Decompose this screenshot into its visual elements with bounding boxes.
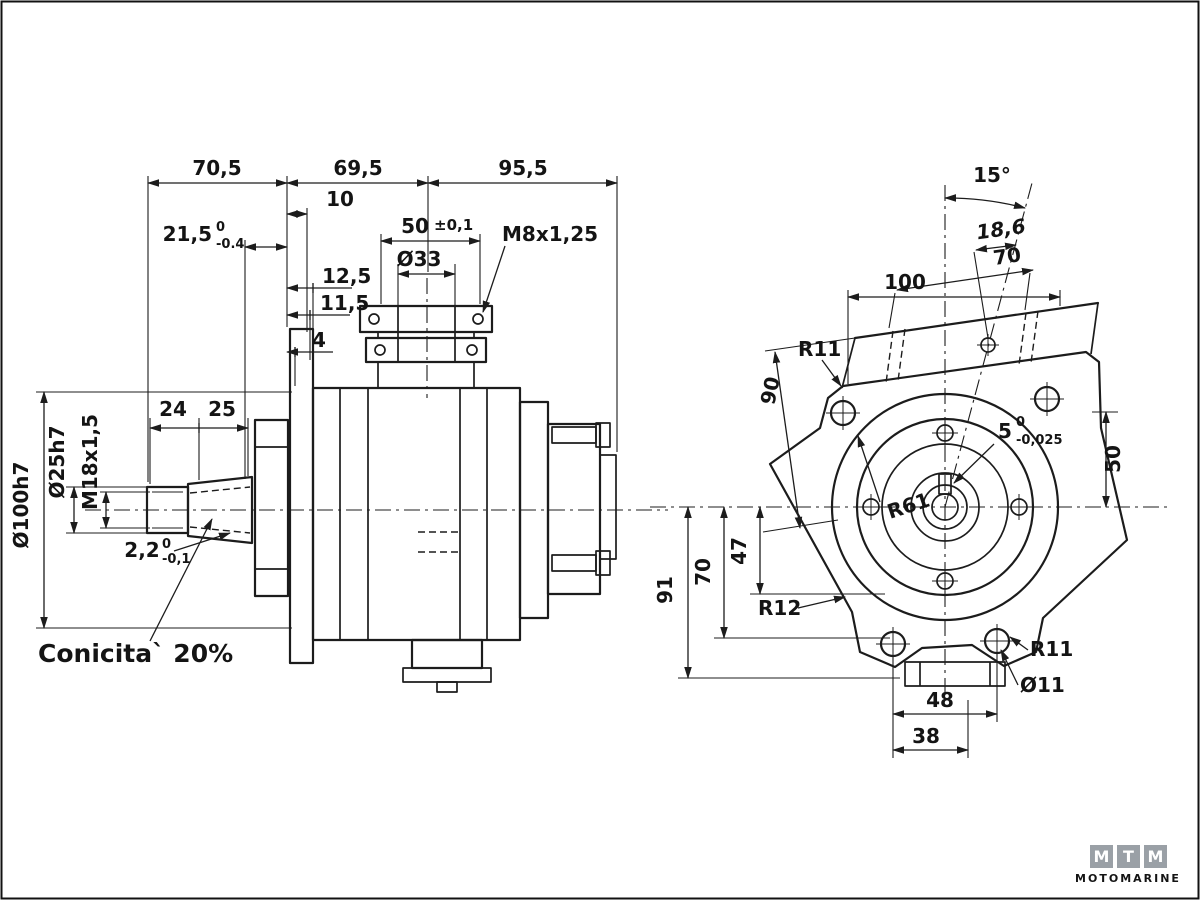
dim-m8: M8x1,25	[502, 222, 598, 246]
drain-plug	[436, 681, 458, 693]
dim-69-5: 69,5	[333, 156, 382, 180]
dim-70-left: 70	[691, 558, 715, 586]
front-foot	[904, 661, 1006, 687]
logo-box-1	[1090, 845, 1113, 868]
logo-letter-t: T	[1123, 847, 1134, 866]
dim-21-5-tol-top: 0	[216, 220, 225, 235]
shaft-taper	[186, 475, 254, 545]
conicity-note: Conicita` 20%	[38, 639, 233, 668]
dim-r12: R12	[758, 596, 801, 620]
dim-2-2-tol-top: 0	[162, 537, 171, 552]
dim-50-tol: ±0,1	[434, 216, 473, 234]
logo-letter-m2: M	[1148, 847, 1164, 866]
dim-70-5: 70,5	[192, 156, 241, 180]
dim-47: 47	[727, 537, 751, 565]
side-view: 70,5 69,5 95,5 10 21,5 0 -0.4 50 ±0,1 M8…	[9, 156, 668, 693]
port-flange-lower	[364, 336, 488, 364]
dim-d100h7: Ø100h7	[9, 462, 33, 549]
port-bolt-hole	[466, 344, 478, 356]
front-view-geometry	[650, 182, 1168, 700]
shaft-boss-circle	[922, 484, 968, 530]
dim-5-tol-top: 0	[1016, 415, 1025, 430]
port-bolt-hole	[368, 313, 380, 325]
end-cap-boss	[599, 454, 617, 560]
logo-box-2	[1117, 845, 1140, 868]
dim-5: 5	[998, 419, 1012, 443]
dim-21-5-tol-bot: -0.4	[216, 237, 244, 252]
body-circle-face	[855, 417, 1035, 597]
dim-90: 90	[756, 374, 785, 406]
front-view-dimensions: 15° 18,6 70 100 90 R11 5	[653, 163, 1125, 758]
dim-21-5: 21,5	[163, 222, 212, 246]
dim-15deg: 15°	[973, 163, 1011, 187]
dim-50: 50	[401, 214, 429, 238]
port-bolt-hole	[472, 313, 484, 325]
logo-letter-m1: M	[1094, 847, 1110, 866]
dim-48: 48	[926, 688, 954, 712]
body-circle-outer	[830, 392, 1060, 622]
dim-95-5: 95,5	[498, 156, 547, 180]
side-view-geometry	[85, 278, 668, 693]
dim-24: 24	[159, 397, 187, 421]
port-bolt-hole	[374, 344, 386, 356]
flange-outline	[768, 350, 1129, 669]
dim-d33: Ø33	[397, 247, 442, 271]
dim-2-2: 2,2	[124, 538, 159, 562]
nut-top	[595, 422, 611, 448]
dim-r11-top: R11	[798, 337, 841, 361]
dim-100: 100	[884, 270, 926, 294]
dim-d11: Ø11	[1020, 673, 1065, 697]
dim-10: 10	[326, 187, 354, 211]
front-view: 15° 18,6 70 100 90 R11 5	[650, 163, 1168, 758]
dim-2-2-tol-bot: -0,1	[162, 552, 190, 567]
bearing-plate	[253, 418, 290, 598]
dim-11-5: 11,5	[320, 291, 369, 315]
dim-50-right: 50	[1101, 445, 1125, 473]
dim-4: 4	[312, 328, 326, 352]
dim-d25h7: Ø25h7	[45, 426, 69, 499]
dim-38: 38	[912, 724, 940, 748]
dim-12-5: 12,5	[322, 264, 371, 288]
keyway	[938, 473, 952, 495]
dim-5-tol-bot: -0,025	[1016, 433, 1063, 448]
dim-25: 25	[208, 397, 236, 421]
face-screw-holes	[858, 420, 1032, 594]
nut-bottom	[595, 550, 611, 576]
dim-91: 91	[653, 576, 677, 604]
bearing-circle	[910, 472, 980, 542]
dim-m18: M18x1,5	[78, 414, 102, 510]
logo: M T M MOTOMARINE	[1075, 845, 1181, 885]
port-flange-upper	[358, 304, 494, 334]
top-flange-face	[853, 301, 1100, 340]
dim-r11-bottom: R11	[1030, 637, 1073, 661]
dim-70-top: 70	[992, 242, 1023, 270]
logo-box-3	[1144, 845, 1167, 868]
logo-subtitle: MOTOMARINE	[1075, 872, 1181, 885]
side-view-dimensions: 70,5 69,5 95,5 10 21,5 0 -0.4 50 ±0,1 M8…	[9, 156, 618, 668]
